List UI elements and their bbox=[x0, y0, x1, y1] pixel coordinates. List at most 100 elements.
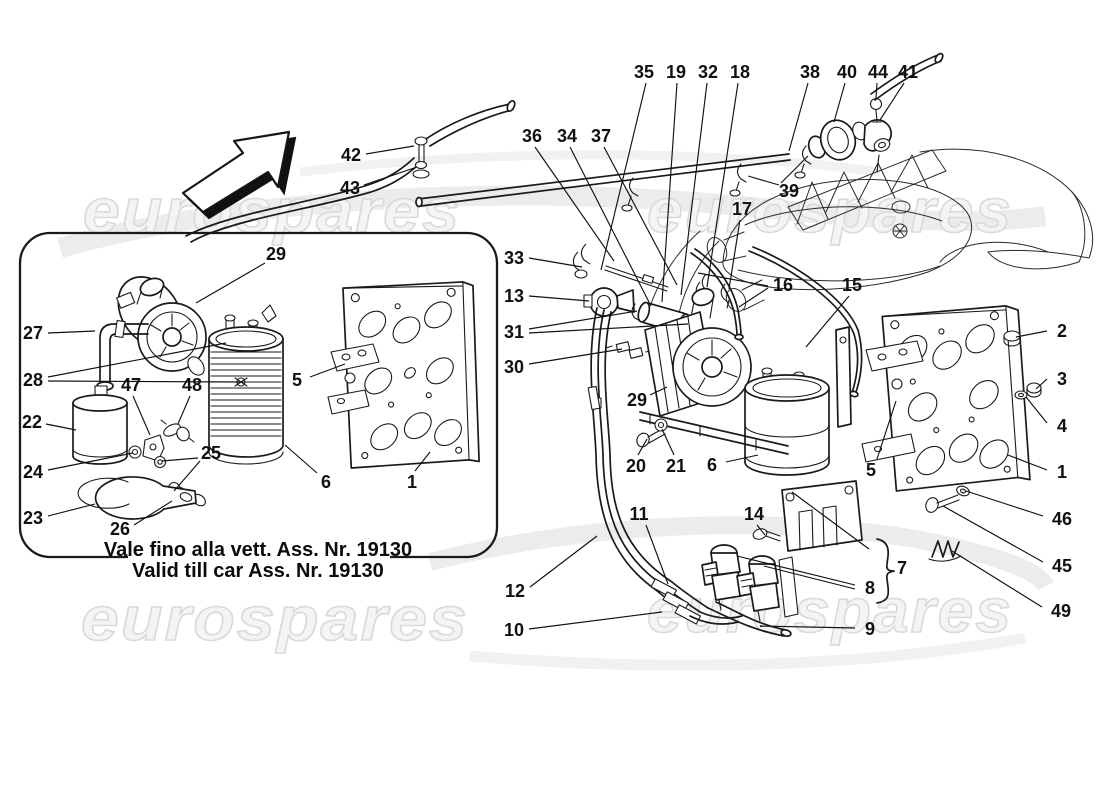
part-label-43: 43 bbox=[340, 178, 360, 198]
part-label-8: 8 bbox=[865, 578, 875, 598]
leader-line-33 bbox=[528, 257, 583, 268]
part-label-22: 22 bbox=[22, 412, 42, 432]
car-swoosh-bottom-sill bbox=[469, 632, 1026, 671]
part-label-23: 23 bbox=[23, 508, 43, 528]
leader-line-28 bbox=[47, 380, 242, 383]
part-label-5: 5 bbox=[866, 460, 876, 480]
leader-line-22 bbox=[45, 423, 77, 431]
part-label-2: 2 bbox=[1057, 321, 1067, 341]
small-fasteners-left bbox=[77, 419, 206, 520]
engine-silhouette-art bbox=[645, 148, 1094, 325]
leader-line-17 bbox=[728, 219, 741, 290]
leader-line-13 bbox=[528, 295, 590, 302]
leader-line-20 bbox=[637, 438, 648, 456]
watermark-text: eurospares bbox=[81, 585, 469, 654]
leader-line-25 bbox=[173, 460, 201, 492]
part-label-25: 25 bbox=[201, 443, 221, 463]
part-label-30: 30 bbox=[504, 357, 524, 377]
part-label-17: 17 bbox=[732, 199, 752, 219]
air-reservoir-left bbox=[208, 304, 284, 465]
detail-box bbox=[18, 231, 499, 559]
part-label-27: 27 bbox=[23, 323, 43, 343]
leader-line-16 bbox=[738, 287, 769, 308]
part-label-37: 37 bbox=[591, 126, 611, 146]
leader-line-31 bbox=[528, 323, 689, 334]
part-label-35: 35 bbox=[634, 62, 654, 82]
part-label-7: 7 bbox=[897, 558, 907, 578]
part-label-14: 14 bbox=[744, 504, 764, 524]
part-label-42: 42 bbox=[341, 145, 361, 165]
watermark-text: eurospares bbox=[83, 177, 461, 246]
leader-line-24 bbox=[47, 452, 134, 471]
leader-line-10 bbox=[528, 611, 663, 630]
part-label-45: 45 bbox=[1052, 556, 1072, 576]
part-label-15: 15 bbox=[842, 275, 862, 295]
leader-line-31 bbox=[528, 310, 638, 330]
leader-line-45 bbox=[942, 505, 1044, 563]
leader-line-8 bbox=[736, 555, 856, 586]
leader-line-2 bbox=[1015, 330, 1048, 338]
part-label-41: 41 bbox=[898, 62, 918, 82]
part-label-1: 1 bbox=[407, 472, 417, 492]
watermark-text: eurospares bbox=[647, 177, 1013, 246]
leader-line-4 bbox=[1025, 396, 1048, 424]
part-label-36: 36 bbox=[522, 126, 542, 146]
leader-line-29 bbox=[195, 262, 266, 304]
watermark-layer: eurospares eurospares eurospares eurospa… bbox=[57, 150, 1054, 671]
part-label-32: 32 bbox=[698, 62, 718, 82]
part-label-21: 21 bbox=[666, 456, 686, 476]
leader-line-21 bbox=[661, 428, 675, 456]
part-label-10: 10 bbox=[504, 620, 524, 640]
leader-line-23 bbox=[47, 503, 96, 517]
part-label-49: 49 bbox=[1051, 601, 1071, 621]
leader-line-15 bbox=[805, 295, 850, 348]
delivery-pipes bbox=[690, 246, 863, 398]
leader-line-39 bbox=[780, 155, 809, 184]
leader-line-28 bbox=[47, 342, 227, 378]
part-label-12: 12 bbox=[505, 581, 525, 601]
leader-line-5 bbox=[309, 363, 346, 378]
leader-line-14 bbox=[756, 524, 766, 536]
leader-line-8 bbox=[763, 565, 856, 590]
leader-line-11 bbox=[645, 524, 669, 585]
leader-line-37 bbox=[603, 146, 678, 286]
part-label-1: 1 bbox=[1057, 462, 1067, 482]
leader-line-6 bbox=[725, 454, 759, 463]
plate-hardware-right bbox=[925, 330, 1042, 562]
top-pipe-assembly bbox=[415, 52, 944, 212]
leader-line-32 bbox=[680, 82, 708, 296]
leader-line-29 bbox=[649, 386, 668, 396]
solenoid-valves bbox=[701, 544, 799, 622]
leader-line-36 bbox=[534, 146, 615, 262]
leader-line-42 bbox=[365, 145, 415, 155]
leader-line-34 bbox=[569, 146, 652, 307]
leader-line-9 bbox=[759, 625, 856, 629]
leader-line-43 bbox=[363, 167, 415, 186]
air-pump-middle bbox=[639, 287, 789, 455]
caption-line-1: Vale fino alla vett. Ass. Nr. 19130 bbox=[104, 539, 412, 561]
leader-line-47 bbox=[132, 395, 151, 436]
leader-line-26 bbox=[133, 500, 173, 526]
part-label-40: 40 bbox=[837, 62, 857, 82]
leader-line-30 bbox=[528, 348, 623, 365]
hose-couplers bbox=[587, 385, 702, 625]
mounting-plate-left bbox=[327, 281, 480, 469]
leader-line-39 bbox=[747, 175, 780, 186]
part-label-29: 29 bbox=[627, 390, 647, 410]
leader-line-40 bbox=[833, 82, 846, 123]
leader-line-18 bbox=[706, 82, 739, 288]
part-label-44: 44 bbox=[868, 62, 888, 82]
car-swoosh-top-roof bbox=[299, 150, 881, 177]
caption-backing bbox=[128, 536, 390, 582]
part-label-11: 11 bbox=[629, 504, 648, 524]
leader-line-6 bbox=[284, 444, 318, 474]
leader-line-49 bbox=[951, 550, 1043, 608]
leader-line-38 bbox=[788, 82, 809, 152]
direction-arrow bbox=[181, 130, 297, 220]
watermark-text: eurospares bbox=[647, 577, 1013, 646]
part-label-48: 48 bbox=[182, 375, 202, 395]
part-label-24: 24 bbox=[23, 462, 43, 482]
